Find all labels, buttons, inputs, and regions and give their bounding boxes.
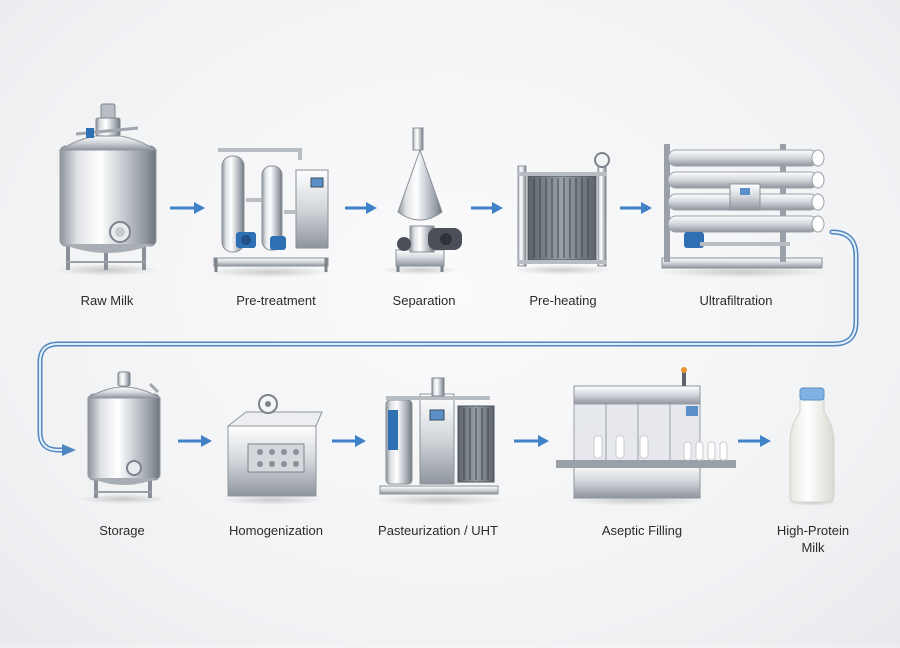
- step-label-storage: Storage: [99, 523, 145, 538]
- milk-bottle-icon: [786, 387, 838, 506]
- step-label-homogenization: Homogenization: [229, 523, 323, 538]
- arrow-icon: [514, 435, 549, 447]
- filling-machine-icon: [556, 367, 736, 506]
- storage-tank-icon: [55, 103, 159, 276]
- step-label-ultrafiltration: Ultrafiltration: [699, 293, 773, 308]
- storage-tank-icon: [79, 371, 167, 504]
- arrow-icon: [738, 435, 771, 447]
- step-label-raw-milk: Raw Milk: [80, 293, 134, 308]
- step-label-separation: Separation: [392, 293, 456, 308]
- arrow-icon: [471, 202, 503, 214]
- homogenizer-icon: [222, 394, 323, 505]
- connector-arrowhead-icon: [62, 444, 76, 456]
- step-label-pasteurization: Pasteurization / UHT: [378, 523, 498, 538]
- membrane-filtration-icon: [656, 144, 828, 278]
- step-label-pre-heating: Pre-heating: [529, 293, 597, 308]
- arrow-icon: [620, 202, 652, 214]
- flow-arrows: [170, 202, 771, 447]
- plate-heat-exchanger-icon: [512, 152, 612, 275]
- pretreatment-skid-icon: [208, 148, 332, 278]
- arrow-icon: [170, 202, 205, 214]
- arrow-icon: [332, 435, 366, 447]
- pasteurizer-icon: [376, 377, 504, 506]
- row-connector-pipe: [37, 229, 859, 456]
- arrow-icon: [178, 435, 212, 447]
- centrifugal-separator-icon: [380, 127, 462, 275]
- step-label-aseptic-filling: Aseptic Filling: [601, 523, 683, 538]
- step-label-high-protein-milk: High-Protein Milk: [776, 523, 850, 555]
- arrow-icon: [345, 202, 377, 214]
- step-label-pre-treatment: Pre-treatment: [236, 293, 316, 308]
